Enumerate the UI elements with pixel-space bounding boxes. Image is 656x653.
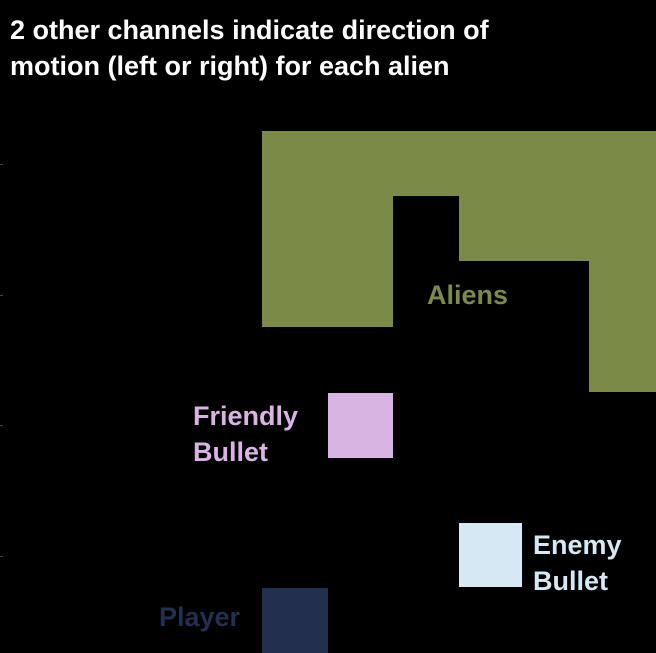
friendly-bullet-label-line-1: Friendly — [193, 401, 299, 431]
friendly-bullet-label-line-2: Bullet — [193, 437, 269, 467]
caption-line-2: motion (left or right) for each alien — [10, 51, 450, 81]
enemy-bullet-cell — [459, 523, 522, 587]
aliens-label: Aliens — [427, 277, 508, 313]
friendly-bullet-cell — [328, 393, 393, 458]
caption-line-1: 2 other channels indicate direction of — [10, 15, 489, 45]
enemy-bullet-label-line-1: Enemy — [533, 530, 622, 560]
enemy-bullet-label-line-2: Bullet — [533, 566, 609, 596]
aliens-label-text: Aliens — [427, 280, 509, 310]
friendly-bullet-label: Friendly Bullet — [193, 398, 298, 470]
grid-tick — [0, 295, 3, 296]
enemy-bullet-label: Enemy Bullet — [533, 527, 622, 599]
player-label: Player — [159, 599, 240, 635]
aliens-region — [262, 131, 656, 392]
player-label-text: Player — [159, 602, 241, 632]
grid-tick — [0, 556, 3, 557]
grid-tick — [0, 164, 3, 165]
caption-text: 2 other channels indicate direction of m… — [10, 12, 650, 84]
grid-tick — [0, 425, 3, 426]
player-cell — [262, 588, 328, 653]
